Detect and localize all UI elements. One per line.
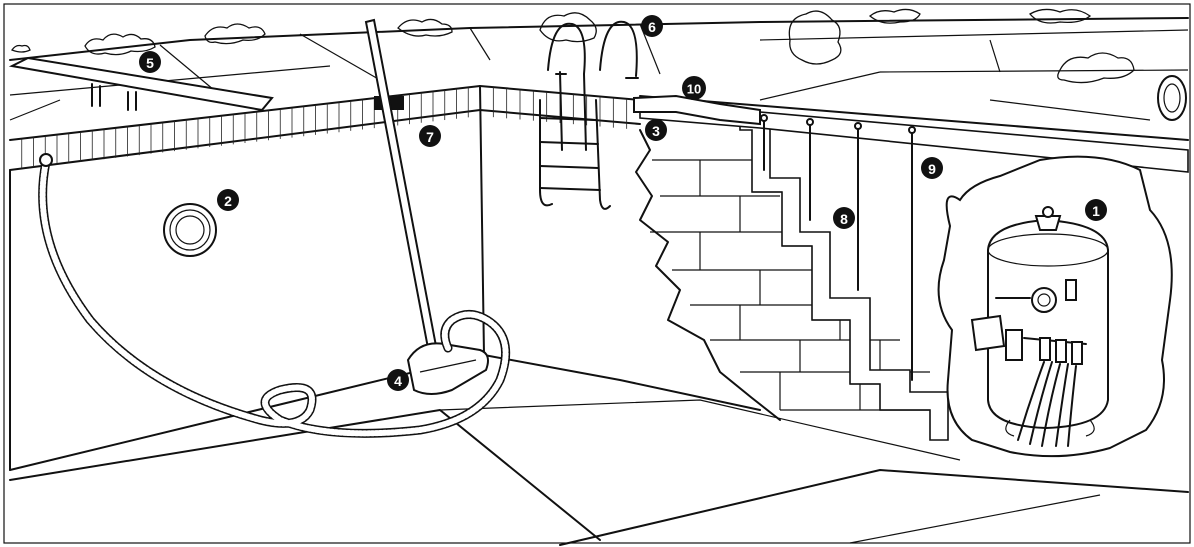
air-relief-valve [1066,280,1076,300]
ladder-anchors [556,74,638,78]
shrub-3 [398,19,452,36]
light-housing [164,204,216,256]
shrub-7 [1030,9,1090,23]
callout-number: 9 [928,161,936,177]
pool-deck [10,18,1188,120]
filter-equipment [939,157,1172,457]
callout-number: 7 [426,129,434,145]
filter-valve-knob [1043,207,1053,217]
callout-filter: 1 [1085,199,1107,221]
callout-number: 5 [146,55,154,71]
filter-valve-top [1036,216,1060,230]
callout-number: 10 [687,82,701,97]
callout-block-wall: 8 [833,207,855,229]
vacuum-pole [366,20,436,348]
rebar-cap [761,115,767,121]
shrub-8 [1058,53,1134,83]
shrub-2 [205,24,265,44]
pool-ladder [540,22,638,209]
diving-board-stand [92,84,136,110]
callout-vacuum-head: 4 [387,369,409,391]
deck-back-line [10,18,1188,60]
rebar-cap [909,127,915,133]
block-wall [740,118,948,440]
vacuum-assembly [366,20,488,394]
shrub-9 [12,46,30,53]
callout-number: 8 [840,211,848,227]
shrub-5 [789,11,841,64]
pump-valve [1006,330,1022,360]
callout-number: 4 [394,373,402,389]
rebar-cap [855,123,861,129]
manifold-valves [1040,338,1082,364]
callout-number: 1 [1092,203,1100,219]
pump-housing [972,316,1004,350]
callout-wall-cutaway: 3 [645,119,667,141]
filter-tank [988,220,1108,428]
block-wall-section [740,118,948,440]
tile-band [10,86,640,170]
callout-number: 3 [652,123,660,139]
callout-ladder: 6 [641,15,663,37]
deck-pipe [1158,76,1186,120]
callout-skimmer: 7 [419,125,441,147]
callout-coping: 10 [682,76,706,100]
rebar-cap [807,119,813,125]
deck-seam [470,28,490,60]
deck-seam [990,40,1000,72]
coping-edge [10,86,640,140]
deck-seam [880,70,1188,72]
hose-wall-fitting [40,154,52,166]
floor-seam [850,495,1100,543]
deck-seam [10,100,60,120]
pressure-gauge [1032,288,1056,312]
callout-underwater-light: 2 [217,189,239,211]
callout-number: 6 [648,19,656,35]
floor-back-edge [484,355,760,410]
callout-rebar: 9 [921,157,943,179]
callout-number: 2 [224,193,232,209]
pipe-end [1158,76,1186,120]
underwater-light [164,204,216,256]
floor-seam [560,470,1188,545]
callout-diving-board: 5 [139,51,161,73]
ladder-rungs [540,118,600,190]
ladder-handrail-right [600,22,637,76]
rebar-rod [764,120,912,380]
deck-seam [300,34,380,80]
deck-seam [760,72,880,100]
deck-seam [990,100,1150,120]
ladder-rail-left [548,24,586,150]
